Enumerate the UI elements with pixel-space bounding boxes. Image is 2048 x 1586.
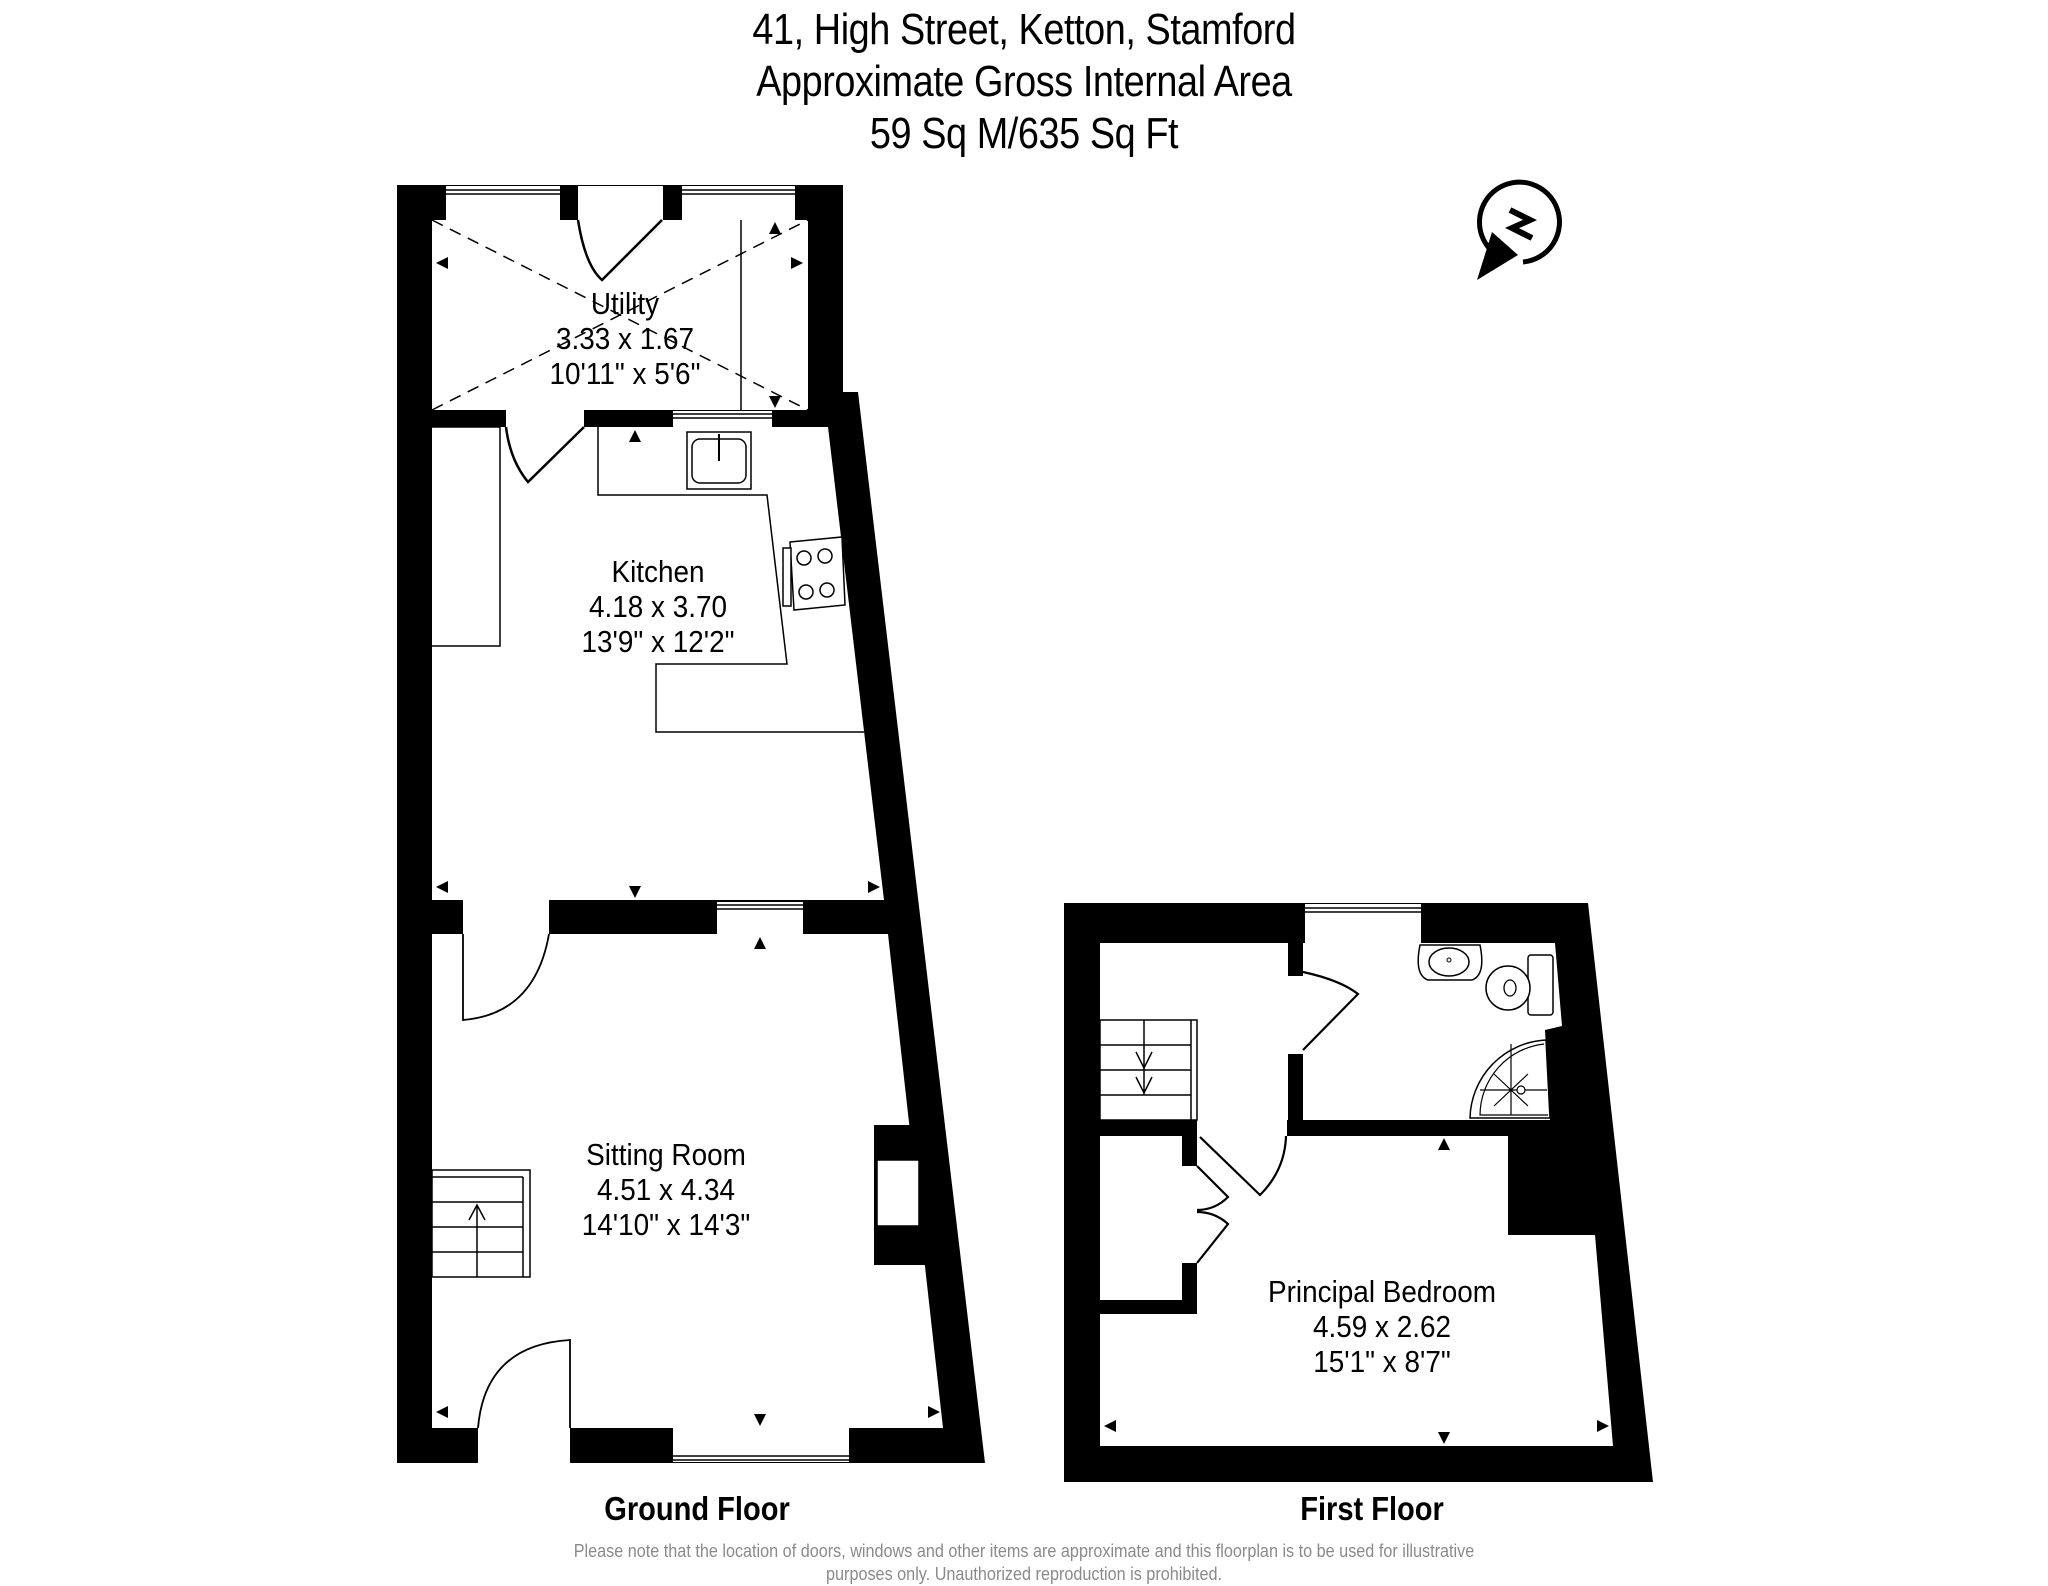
sitting-room-interior (432, 934, 943, 1428)
room-imperial: 10'11" x 5'6" (549, 356, 701, 391)
kitchen-worktop-left (432, 426, 501, 647)
cupboard-doors (1196, 1165, 1230, 1264)
first-floor-measurement-markers (1104, 1138, 1609, 1444)
kitchen-door-swing (504, 426, 585, 484)
room-label-utility: Utility 3.33 x 1.67 10'11" x 5'6" (550, 286, 701, 391)
room-name: Utility (590, 286, 660, 321)
room-name: Principal Bedroom (1268, 1274, 1496, 1309)
sitting-door-swing (462, 933, 550, 1021)
room-imperial: 15'1" x 8'7" (1313, 1344, 1451, 1379)
disclaimer-line-2: purposes only. Unauthorized reproduction… (826, 1564, 1222, 1584)
sitting-front-window (673, 1428, 849, 1462)
disclaimer-line-1: Please note that the location of doors, … (573, 1541, 1475, 1561)
title-block: 41, High Street, Ketton, Stamford Approx… (0, 4, 2048, 160)
sitting-rear-window (717, 902, 803, 934)
bedroom-door-swing (1199, 1135, 1288, 1197)
north-compass-icon (1476, 179, 1562, 280)
room-name: Sitting Room (586, 1137, 746, 1172)
staircase-up-icon (431, 1169, 531, 1278)
bedroom-interior (1100, 1136, 1613, 1446)
washbasin-icon (1417, 944, 1483, 981)
utility-window-right (682, 186, 795, 220)
toilet-icon (1485, 954, 1554, 1016)
room-label-principal-bedroom: Principal Bedroom 4.59 x 2.62 15'1" x 8'… (1268, 1274, 1496, 1379)
sitting-door-opening (463, 898, 549, 935)
kitchen-window (673, 411, 772, 427)
first-floor-window (1305, 904, 1421, 943)
kitchen-worktop-right (597, 427, 864, 733)
front-door-opening (478, 1427, 570, 1464)
utility-door-opening (578, 186, 663, 220)
measurement-markers (436, 222, 940, 1426)
utility-window-left (446, 186, 560, 220)
disclaimer: Please note that the location of doors, … (0, 1540, 2048, 1586)
room-label-sitting-room: Sitting Room 4.51 x 4.34 14'10" x 14'3" (582, 1137, 751, 1242)
utility-door-swing (576, 219, 663, 282)
room-metric: 3.33 x 1.67 (555, 321, 695, 356)
cupboard-walls (1100, 1136, 1197, 1313)
room-metric: 4.51 x 4.34 (596, 1172, 736, 1207)
bathroom-door-swing (1302, 970, 1360, 1051)
first-floor-plan (1064, 903, 1653, 1482)
room-imperial: 13'9" x 12'2" (581, 624, 735, 659)
room-label-kitchen: Kitchen 4.18 x 3.70 13'9" x 12'2" (581, 554, 734, 659)
room-name: Kitchen (611, 554, 705, 589)
address-title: 41, High Street, Ketton, Stamford (752, 5, 1296, 54)
ground-floor-plan (397, 185, 985, 1464)
hob-icon (782, 536, 846, 611)
first-floor-label: First Floor (1300, 1490, 1444, 1527)
room-metric: 4.59 x 2.62 (1312, 1309, 1452, 1344)
area-value: 59 Sq M/635 Sq Ft (869, 109, 1179, 158)
room-metric: 4.18 x 3.70 (588, 589, 728, 624)
area-title: Approximate Gross Internal Area (756, 57, 1292, 106)
room-imperial: 14'10" x 14'3" (581, 1207, 751, 1242)
staircase-down-icon (1099, 1019, 1198, 1121)
fireplace-opening (876, 1159, 920, 1227)
shower-icon (1469, 1039, 1551, 1119)
front-door-swing (477, 1339, 571, 1429)
kitchen-door-opening (506, 410, 584, 428)
ground-floor-label: Ground Floor (604, 1490, 790, 1527)
